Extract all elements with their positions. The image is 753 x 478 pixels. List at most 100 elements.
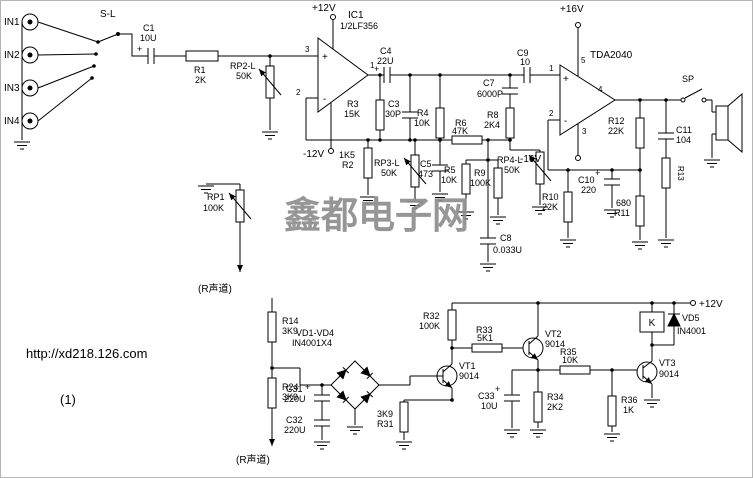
label-r8-ref: R8	[487, 110, 499, 120]
label-ic1-pinout: 1	[370, 61, 375, 70]
potentiometer-rp4: RP4-L 50K	[497, 151, 552, 205]
label-c7-ref: C7	[483, 78, 495, 88]
rca-jack-in3	[21, 79, 39, 97]
label-r33-val: 5K1	[477, 333, 493, 343]
label-r34-ref: R34	[547, 392, 564, 402]
sp-switch-arm	[684, 88, 703, 99]
label-c1-ref: C1	[143, 23, 155, 33]
label-ic2-pin4: 4	[598, 85, 603, 94]
rca-jack-in1	[21, 13, 39, 31]
label-c9-val: 10	[520, 57, 530, 67]
label-c33-val: 10U	[481, 401, 498, 411]
capacitor-c4: C4 22U +	[374, 46, 524, 83]
label-c1-val: 10U	[140, 33, 157, 43]
resistor-r4: R4 10K	[414, 75, 445, 140]
label-ic1-n12: -12V	[303, 149, 324, 160]
label-r1-ref: R1	[194, 65, 206, 75]
label-rp1-ref: RP1	[207, 192, 225, 202]
potentiometer-rp1: RP1 100K (R声道)	[198, 183, 252, 295]
label-ic2-part: TDA2040	[590, 50, 633, 61]
label-vt1-ref: VT1	[459, 361, 476, 371]
terminal-minus12v	[328, 148, 334, 154]
capacitor-c3: C3 30P	[385, 75, 418, 140]
potentiometer-rp3: RP3-L 50K	[374, 140, 427, 200]
label-r13-ref: R13	[676, 166, 685, 181]
label-r11-val: 680	[616, 198, 631, 208]
resistor-r35: R35 10K	[512, 347, 643, 375]
label-switch-sl: S-L	[100, 9, 116, 20]
label-r14-val: 3K9	[282, 326, 298, 336]
label-c8-val: 0.033U	[493, 245, 522, 255]
resistor-r36: R36 1K	[607, 370, 638, 432]
label-p16: +16V	[560, 4, 584, 15]
terminal-plus12v	[330, 14, 336, 20]
label-c10-ref: C10	[578, 175, 595, 185]
label-r35-val: 10K	[562, 355, 578, 365]
terminal-minus16v	[575, 155, 581, 161]
label-rp2-ref: RP2-L	[230, 61, 256, 71]
label-r4-ref: R4	[417, 108, 429, 118]
label-vd5-val: IN4001	[677, 326, 706, 336]
label-c11-val: 104	[676, 135, 691, 145]
label-r11-ref: R11	[614, 208, 630, 218]
capacitor-c33: C33 10U +	[478, 370, 520, 428]
label-c31-val: 220U	[284, 394, 306, 404]
label-c5-ref: C5	[420, 159, 432, 169]
label-bridge-val: IN4001X4	[292, 338, 332, 348]
potentiometer-rp2: RP2-L 50K	[230, 56, 282, 130]
rca-jack-in4	[21, 112, 39, 130]
resistor-r14-r24: R14 3K9 R24 3K9 (R声道)	[236, 298, 331, 466]
label-rp3-ref: RP3-L	[374, 158, 400, 168]
label-ic2-pin1: 1	[549, 64, 554, 73]
label-c31-ref: C31	[286, 384, 303, 394]
terminal-plus12v-relay	[690, 300, 696, 306]
label-r36-ref: R36	[621, 395, 638, 405]
label-channel-top: (R声道)	[198, 282, 232, 295]
rca-jack-in2	[21, 46, 39, 64]
capacitor-c5: C5 473	[418, 140, 448, 192]
resistor-r1: R1 2K	[185, 50, 318, 85]
label-vt1-val: 9014	[459, 371, 479, 381]
label-ic1-minus: -	[323, 94, 326, 105]
label-c4-val: 22U	[377, 56, 394, 66]
label-r34-val: 2K2	[547, 402, 563, 412]
label-in1: IN1	[4, 17, 20, 28]
label-c10-plus: +	[595, 168, 600, 178]
label-c8-ref: C8	[500, 233, 512, 243]
label-in4: IN4	[4, 116, 20, 127]
label-bridge-ref: VD1-VD4	[296, 328, 334, 338]
protection-circuit: +12V R32 100K R33 5K1 VT1 9014 3K9 R31 V…	[236, 298, 723, 466]
resistor-r5-r9-capacitor-c8: R5 10K R9 100K C8 0.033U	[441, 140, 522, 262]
label-c5-val: 473	[418, 169, 433, 179]
selector-switch-sl: S-L	[97, 9, 148, 57]
label-c9-ref: C9	[517, 48, 529, 58]
junction-dots	[90, 32, 676, 402]
label-c33-plus: +	[495, 384, 500, 394]
label-in2: IN2	[4, 50, 20, 61]
label-n16: -16V	[520, 154, 541, 165]
label-r12-ref: R12	[608, 116, 625, 126]
label-r4-val: 10K	[414, 118, 430, 128]
transistor-vt2: VT2 9014	[522, 303, 565, 370]
label-vd5-ref: VD5	[682, 313, 700, 323]
label-r12-val: 22K	[608, 126, 624, 136]
label-r2-val: 1K5	[339, 150, 355, 160]
transistor-vt1: VT1 9014	[410, 348, 479, 400]
diode-vd5: VD5 IN4001	[652, 303, 706, 346]
label-vt3-val: 9014	[659, 369, 679, 379]
terminal-plus16v	[575, 22, 581, 28]
label-r24-ref: R24	[282, 382, 299, 392]
label-r6-ref: R6	[455, 118, 467, 128]
speaker-switch-sp: SP	[680, 74, 712, 103]
label-rp2-val: 50K	[236, 71, 252, 81]
label-vt3-ref: VT3	[659, 358, 676, 368]
resistor-r34: R34 2K2	[533, 370, 564, 428]
label-ic1-pin2: 2	[296, 88, 301, 97]
label-c3-val: 30P	[385, 109, 401, 119]
label-r1-val: 2K	[195, 75, 206, 85]
label-c10-val: 220	[581, 185, 596, 195]
label-r31-ref: R31	[377, 419, 394, 429]
label-ic2-pin2: 2	[549, 109, 554, 118]
label-ic1-p12: +12V	[312, 3, 336, 14]
